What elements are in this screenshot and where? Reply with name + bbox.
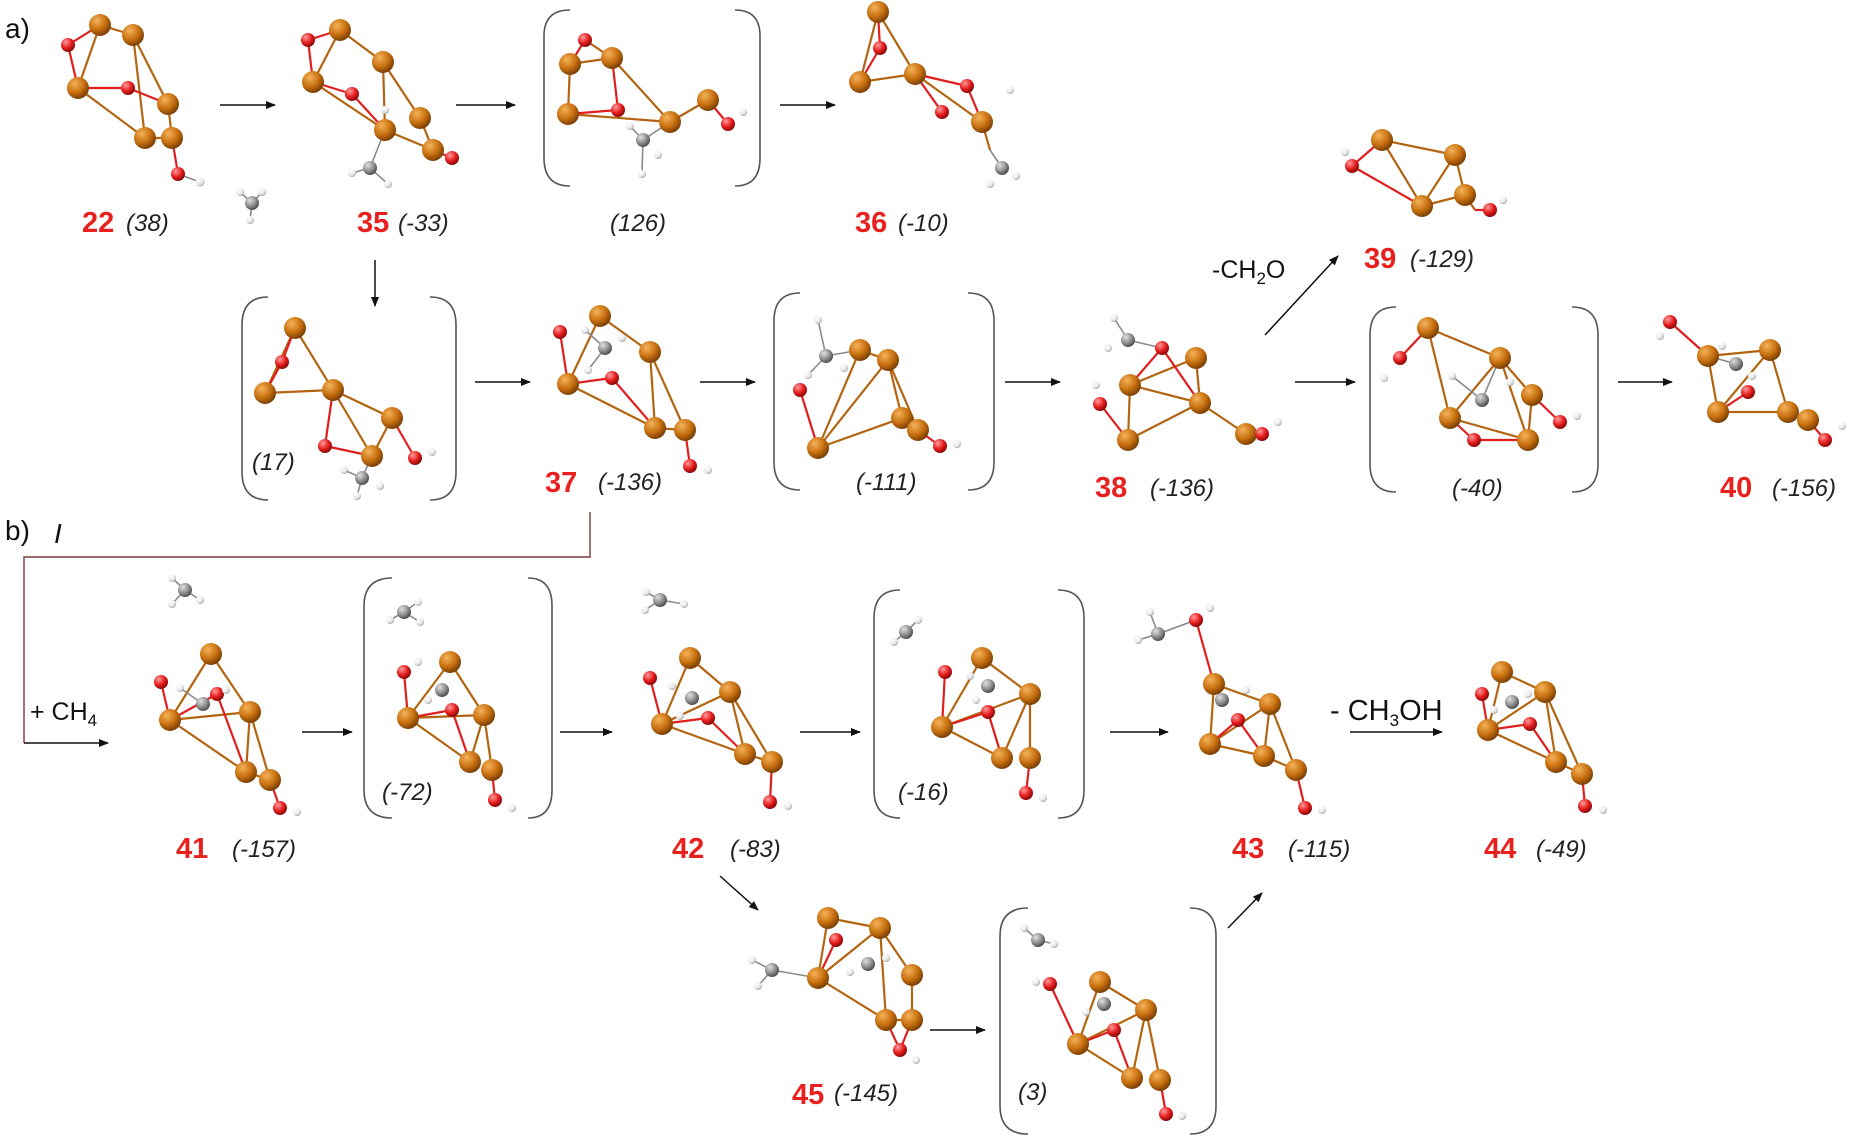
panel-a-label: a) [5,13,30,44]
molecule-39 [1341,129,1507,217]
species-energy-43: (-115) [1288,836,1350,863]
molecule-ts-17 [254,317,436,500]
molecule-45 [748,907,923,1064]
species-energy-44: (-49) [1536,836,1587,863]
molecule-40 [1656,315,1846,447]
methane-molecule [236,188,266,224]
species-energy-40: (-156) [1772,475,1836,502]
molecule-36 [849,1,1020,188]
reagent-plus-ch4: + CH4 [30,698,97,730]
ts-bracket-left [543,9,571,187]
species-energy-38: (-136) [1150,475,1214,502]
molecule-ts-72 [386,598,516,812]
species-number-22: 22 [82,207,114,239]
species-energy-ts-40: (-40) [1452,475,1503,502]
arrow-ts7-43 [1227,892,1263,929]
ts-bracket-left [999,907,1029,1135]
species-energy-35: (-33) [398,210,449,237]
species-energy-37: (-136) [598,469,662,496]
species-energy-36: (-10) [898,210,949,237]
molecule-43 [1134,604,1326,815]
pathway-connector [23,512,591,743]
ts-bracket-right [1057,589,1085,819]
species-energy-ts-111: (-111) [856,469,916,496]
ts-bracket-left [363,577,393,819]
species-energy-ts-126: (126) [610,210,666,237]
reagent-minus-ch3oh: - CH3OH [1330,695,1443,730]
species-number-35: 35 [357,207,389,239]
ts-bracket-right [1189,907,1217,1135]
molecule-41 [154,643,301,816]
species-number-39: 39 [1364,243,1396,275]
ts-bracket-right [429,296,457,501]
species-energy-ts-17: (17) [252,449,295,476]
arrow-38-39 [1264,255,1339,336]
ts-bracket-left [1369,306,1397,493]
ts-bracket-right [734,9,761,187]
species-number-37: 37 [545,467,577,499]
ts-bracket-right [1571,306,1599,493]
ts-bracket-left [773,292,801,491]
species-number-40: 40 [1720,472,1752,504]
panel-b-label: b) [5,515,30,546]
molecule-37 [553,305,712,474]
species-number-42: 42 [672,833,704,865]
species-energy-ts-72: (-72) [382,779,433,806]
species-energy-22: (38) [126,210,169,237]
ts-bracket-left [241,296,269,501]
panel-b-roman-label: I [54,518,62,549]
species-energy-ts-16: (-16) [898,779,949,806]
molecule-ts-126 [557,33,747,178]
ts-bracket-right [527,577,553,819]
species-energy-39: (-129) [1410,246,1474,273]
species-number-43: 43 [1232,833,1264,865]
molecule-38 [1092,314,1282,451]
molecule-44 [1475,661,1607,814]
species-number-41: 41 [176,833,208,865]
molecule-ts-16 [890,616,1047,802]
arrow-42-45 [719,875,759,911]
species-number-45: 45 [792,1079,824,1111]
species-number-36: 36 [855,207,887,239]
molecule-ts-3 [1020,924,1186,1121]
methane-group [168,574,204,608]
ts-bracket-left [873,589,901,819]
species-number-38: 38 [1095,472,1127,504]
species-number-44: 44 [1484,833,1516,865]
molecule-ts-111 [793,316,961,459]
ts-bracket-right [967,292,995,491]
species-energy-ts-3: (3) [1018,1079,1047,1106]
molecule-35 [301,19,459,188]
reagent-minus-ch2o: -CH2O [1212,256,1285,288]
molecule-ts-40 [1380,317,1581,451]
species-energy-45: (-145) [834,1080,898,1107]
species-energy-42: (-83) [730,836,781,863]
species-energy-41: (-157) [232,836,296,863]
molecule-42 [641,588,792,810]
molecule-22 [61,14,205,187]
